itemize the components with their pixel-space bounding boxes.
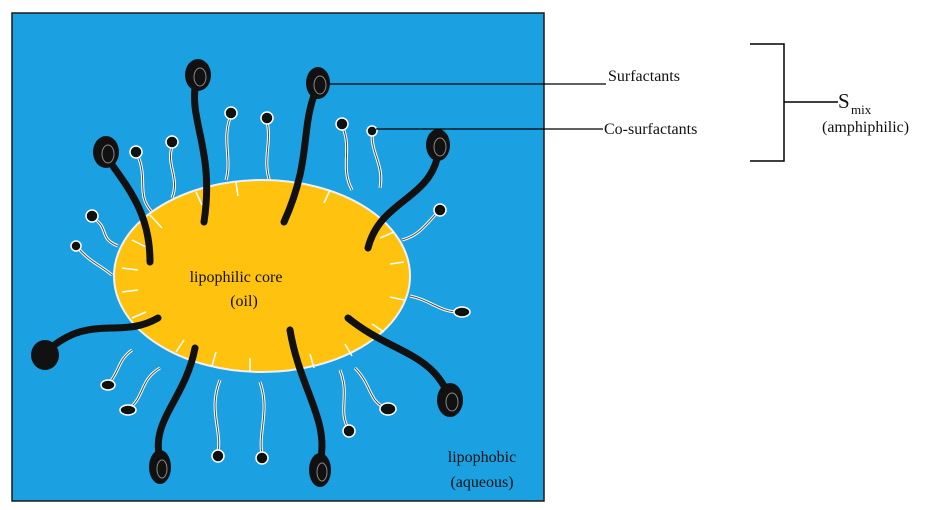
- core-label-line2: (oil): [230, 293, 258, 310]
- aqueous-label-line1: lipophobic: [448, 449, 516, 466]
- aqueous-label-line2: (aqueous): [450, 474, 513, 491]
- smix-subscript: mix: [851, 102, 872, 117]
- core-label-line1: lipophilic core: [190, 269, 283, 286]
- cosurfactants-label: Co-surfactants: [604, 121, 697, 138]
- smix-bracket: [750, 44, 838, 161]
- smix-symbol: S: [838, 89, 850, 113]
- smix-note: (amphiphilic): [822, 119, 909, 136]
- surfactants-label: Surfactants: [608, 68, 680, 85]
